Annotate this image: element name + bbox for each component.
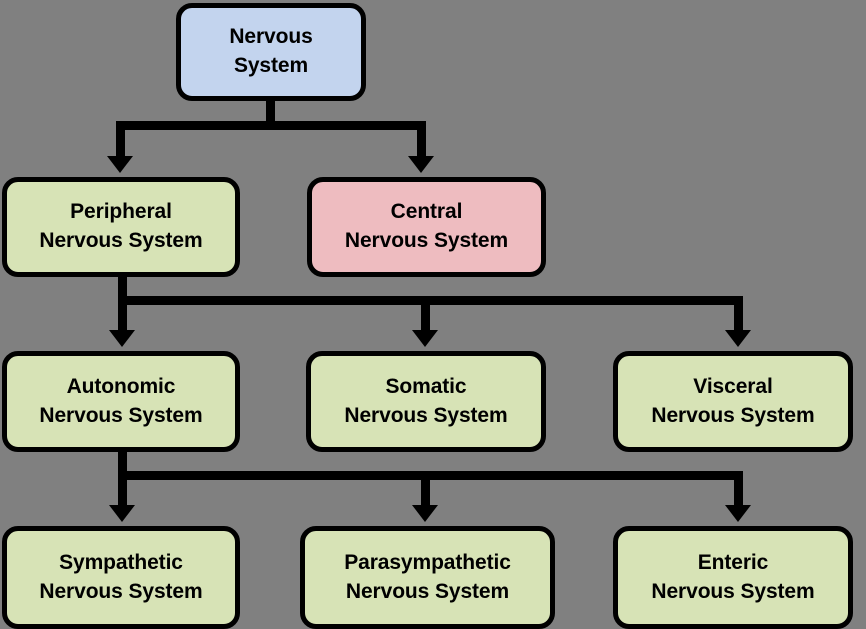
edge-root-stem (266, 99, 275, 129)
arrowhead-autonomic (109, 330, 135, 347)
arrowhead-visceral (725, 330, 751, 347)
node-visceral-line2: Nervous System (651, 403, 815, 427)
node-parasympathetic-nervous-system[interactable]: Parasympathetic Nervous System (300, 526, 555, 629)
node-somatic-line1: Somatic (385, 374, 467, 398)
node-sympathetic-line1: Sympathetic (59, 550, 183, 574)
node-parasympathetic-line1: Parasympathetic (344, 550, 511, 574)
node-visceral-nervous-system[interactable]: Visceral Nervous System (613, 351, 853, 452)
node-nervous-system[interactable]: Nervous System (176, 3, 366, 101)
arrowhead-central (408, 156, 434, 173)
arrowhead-enteric (725, 505, 751, 522)
node-peripheral-line1: Peripheral (70, 200, 172, 224)
edge-autonomic-to-parasympathetic-drop (421, 471, 430, 507)
edge-autonomic-to-sympathetic-drop (118, 471, 127, 507)
node-nervous-system-line2: System (233, 54, 309, 77)
edge-root-to-peripheral-drop (116, 121, 125, 158)
edge-autonomic-stem (118, 450, 127, 480)
node-peripheral-nervous-system[interactable]: Peripheral Nervous System (2, 177, 240, 277)
node-enteric-line2: Nervous System (651, 579, 815, 603)
node-visceral-line1: Visceral (693, 374, 773, 398)
arrowhead-sympathetic (109, 505, 135, 522)
edge-peripheral-bus (118, 296, 743, 305)
arrowhead-peripheral (107, 156, 133, 173)
node-autonomic-line1: Autonomic (66, 374, 176, 398)
edge-root-to-central-drop (417, 121, 426, 158)
node-sympathetic-nervous-system[interactable]: Sympathetic Nervous System (2, 526, 240, 629)
node-somatic-nervous-system[interactable]: Somatic Nervous System (306, 351, 546, 452)
arrowhead-somatic (412, 330, 438, 347)
edge-root-bus (116, 121, 426, 130)
node-enteric-nervous-system[interactable]: Enteric Nervous System (613, 526, 853, 629)
node-central-nervous-system[interactable]: Central Nervous System (307, 177, 546, 277)
node-central-line2: Nervous System (344, 229, 509, 252)
edge-peripheral-to-visceral-drop (734, 296, 743, 332)
edge-peripheral-to-autonomic-drop (118, 296, 127, 332)
node-peripheral-line2: Nervous System (39, 229, 203, 252)
node-autonomic-line2: Nervous System (39, 403, 203, 427)
node-autonomic-nervous-system[interactable]: Autonomic Nervous System (2, 351, 240, 452)
node-sympathetic-line2: Nervous System (39, 579, 203, 603)
node-enteric-line1: Enteric (697, 550, 769, 574)
node-parasympathetic-line2: Nervous System (345, 579, 510, 603)
edge-autonomic-bus (118, 471, 743, 480)
node-nervous-system-line1: Nervous (229, 25, 313, 49)
edge-peripheral-stem (118, 275, 127, 305)
arrowhead-parasympathetic (412, 505, 438, 522)
node-central-line1: Central (390, 200, 463, 224)
node-somatic-line2: Nervous System (344, 403, 508, 427)
edge-peripheral-to-somatic-drop (421, 296, 430, 332)
edge-autonomic-to-enteric-drop (734, 471, 743, 507)
